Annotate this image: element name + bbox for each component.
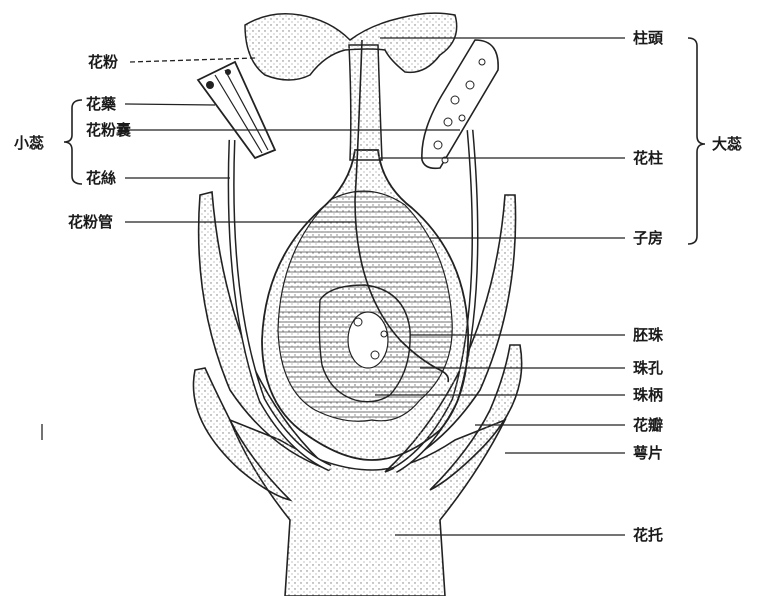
label-ovule: 胚珠 <box>633 326 663 344</box>
label-stigma: 柱頭 <box>633 29 663 47</box>
label-sepal: 萼片 <box>633 444 663 462</box>
label-ovary: 子房 <box>633 229 663 247</box>
label-stamen-group: 小蕊 <box>14 134 44 152</box>
label-filament: 花絲 <box>86 169 116 187</box>
label-anther: 花藥 <box>86 95 116 113</box>
label-micropyle: 珠孔 <box>633 359 663 377</box>
label-pistil-group: 大蕊 <box>712 135 742 153</box>
label-style: 花柱 <box>633 149 663 167</box>
label-funicle: 珠柄 <box>633 386 663 404</box>
label-receptacle: 花托 <box>633 526 663 544</box>
style-shape <box>349 45 382 160</box>
label-pollen-tube: 花粉管 <box>68 213 113 231</box>
label-pollen-sac: 花粉囊 <box>86 121 131 139</box>
label-petal: 花瓣 <box>633 416 663 434</box>
anther-left <box>198 62 275 158</box>
label-pollen: 花粉 <box>88 53 118 71</box>
pistil-bracket <box>688 38 705 244</box>
stamen-bracket <box>64 100 82 184</box>
